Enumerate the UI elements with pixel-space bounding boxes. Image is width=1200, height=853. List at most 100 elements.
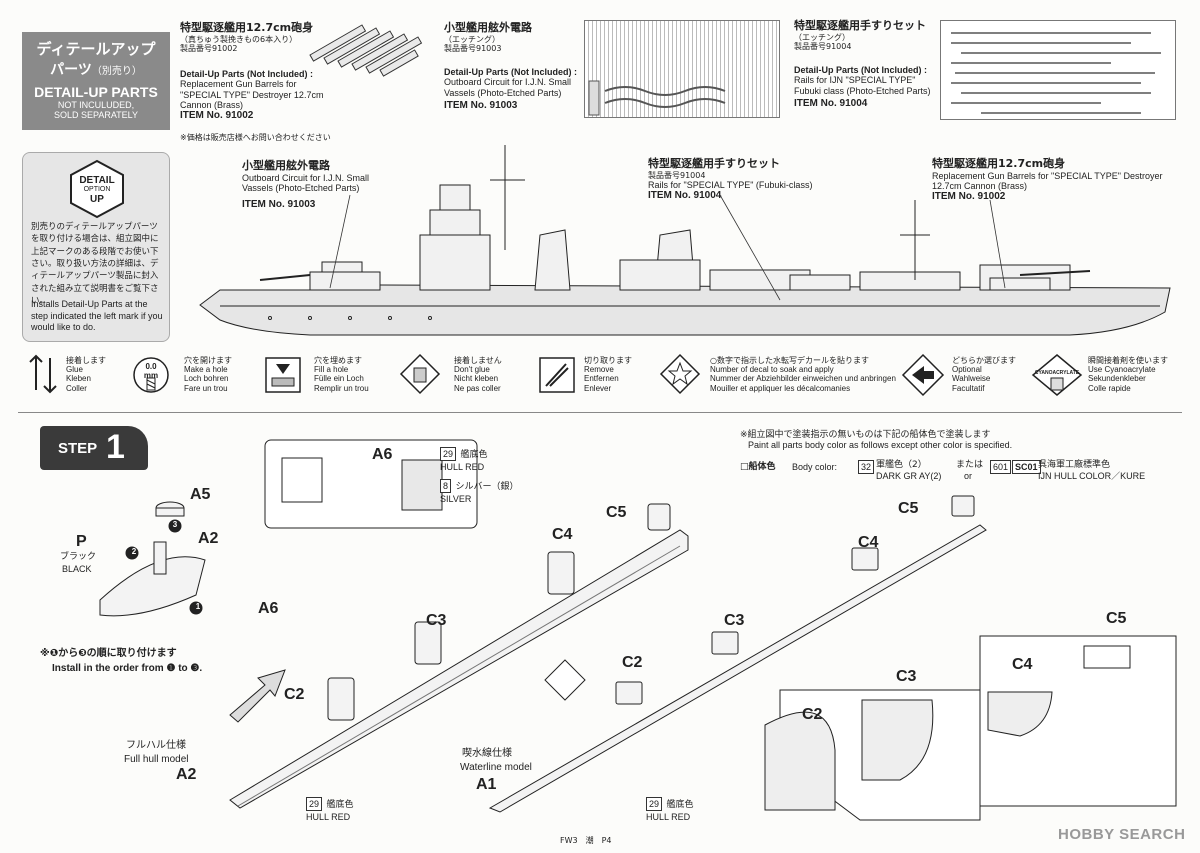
waterline-en: Waterline model — [460, 762, 532, 773]
order-num-2: 2 — [131, 547, 137, 556]
decal-star-icon — [659, 353, 701, 395]
part1-en-body1: Replacement Gun Barrels for — [180, 79, 297, 90]
legend-cyano: 瞬間接着剤を使います Use Cyanoacrylate Sekundenkle… — [1088, 356, 1168, 393]
ship-label3-item: ITEM No. 91002 — [932, 191, 1006, 203]
step-label: STEP — [58, 440, 98, 457]
label-c5-full: C5 — [606, 504, 627, 521]
hull-red-callout-water: 29 艦底色 HULL RED — [646, 794, 693, 822]
color-kure-en: IJN HULL COLOR／KURE — [1038, 471, 1146, 481]
photo-etch-sheet-91004 — [940, 20, 1176, 120]
header-jp-sub: （別売り） — [91, 66, 142, 77]
rails-sheet-detail — [951, 32, 1161, 114]
part1-en-head: Detail-Up Parts (Not Included) : — [180, 69, 314, 80]
part1-en-body2: "SPECIAL TYPE" Destroyer 12.7cm — [180, 89, 324, 100]
legend-optional-jp: どちらか選びます — [952, 356, 1016, 365]
header-en-sub1: NOT INCULUDED, — [57, 100, 135, 110]
ship-label2-jp: 特型駆逐艦用手すりセット — [648, 157, 780, 170]
legend-cyano-l1: Use Cyanoacrylate — [1088, 365, 1156, 375]
legend-drill-l2: Loch bohren — [184, 374, 229, 384]
label-c2-water: C2 — [622, 654, 643, 671]
part2-en-head: Detail-Up Parts (Not Included) : — [444, 67, 578, 78]
legend-noglue-jp: 接着しません — [454, 356, 502, 365]
legend-decal-l3: Mouiller et appliquer les décalcomanies — [710, 383, 851, 393]
part3-jp-note: （エッチング） — [794, 32, 850, 42]
hull-red-jp-top: 艦底色 — [460, 450, 488, 460]
legend-noglue-l2: Nicht kleben — [454, 374, 499, 384]
color-kure-jp: 呉海軍工廠標準色 — [1038, 460, 1111, 470]
body-color-jp: □船体色 — [740, 462, 776, 472]
ship-label2-code: 製品番号91004 — [648, 170, 706, 180]
legend-cut-l1: Remove — [584, 365, 614, 375]
or-jp: または — [956, 460, 984, 470]
label-a6-callout: A6 — [372, 446, 393, 463]
ship-label1-item: ITEM No. 91003 — [242, 199, 316, 211]
detail-up-badge-icon — [70, 159, 124, 219]
part2-code: 製品番号91003 — [444, 43, 502, 53]
paint-note-jp: ※組立図中で塗装指示の無いものは下記の船体色で塗装します — [740, 430, 991, 440]
part-91004: 特型駆逐艦用手すりセット （エッチング） 製品番号91004 Detail-Up… — [794, 19, 944, 110]
legend-fill-l2: Fülle ein Loch — [314, 374, 364, 384]
detail-en-text: Installs Detail-Up Parts at the step ind… — [31, 299, 163, 333]
ship-label1-en1: Outboard Circuit for I.J.N. Small — [242, 172, 370, 183]
waterline-jp: 喫水線仕様 — [462, 748, 512, 759]
part1-item: ITEM No. 91002 — [180, 110, 254, 122]
hull-red-jp-water: 艦底色 — [666, 800, 694, 810]
legend-noglue-l1: Don't glue — [454, 365, 490, 375]
order-num-1: 1 — [195, 602, 201, 611]
legend-decal-l2: Nummer der Abziehbilder einweichen und a… — [710, 374, 896, 384]
ship-label-91004: 特型駆逐艦用手すりセット 製品番号91004 Rails for "SPECIA… — [648, 157, 848, 202]
legend-cyano-jp: 瞬間接着剤を使います — [1088, 356, 1168, 365]
hull-red-num-full: 29 — [306, 797, 323, 811]
ship-label-91003: 小型艦用舷外電路 Outboard Circuit for I.J.N. Sma… — [242, 159, 402, 211]
legend-fill-l1: Fill a hole — [314, 365, 349, 375]
photo-etch-sheet-91003 — [584, 20, 780, 118]
section-divider — [18, 412, 1182, 413]
label-c5-detail: C5 — [1106, 610, 1127, 627]
part2-en-body2: Vassels (Photo-Etched Parts) — [444, 87, 562, 98]
header-jp-title2: パーツ — [50, 62, 92, 78]
ship-label1-jp: 小型艦用舷外電路 — [242, 159, 330, 172]
full-hull-jp: フルハル仕様 — [126, 740, 186, 751]
ship-label3-en2: 12.7cm Cannon (Brass) — [932, 180, 1028, 191]
silver-callout: 8 シルバー（銀） SILVER — [440, 476, 518, 504]
label-p: P — [76, 533, 87, 550]
hobby-search-watermark: HOBBY SEARCH — [1058, 826, 1186, 843]
part3-item: ITEM No. 91004 — [794, 98, 868, 110]
label-a2-bottom: A2 — [176, 766, 197, 783]
label-c4-water: C4 — [858, 534, 879, 551]
hull-red-en-water: HULL RED — [646, 812, 691, 822]
label-black-en: BLACK — [62, 564, 92, 574]
legend-glue: 接着します Glue Kleben Coller — [66, 356, 106, 393]
destroyer-side-view — [199, 145, 1171, 336]
label-c4-full: C4 — [552, 526, 573, 543]
legend-drill-l3: Fare un trou — [184, 383, 228, 393]
label-c4-detail: C4 — [1012, 656, 1033, 673]
part2-jp: 小型艦用舷外電路 — [444, 21, 532, 34]
ship-label-91002: 特型駆逐艦用12.7cm砲身 Replacement Gun Barrels f… — [932, 157, 1177, 203]
or-en: or — [964, 471, 973, 481]
hull-red-en-full: HULL RED — [306, 812, 351, 822]
silver-num: 8 — [440, 479, 452, 493]
hull-red-jp-full: 艦底色 — [326, 800, 354, 810]
label-a2-top: A2 — [198, 530, 219, 547]
label-c3-full: C3 — [426, 612, 447, 629]
body-color-row: □船体色 Body color: 32 軍艦色（2） DARK GR AY(2)… — [740, 460, 1180, 490]
part3-code: 製品番号91004 — [794, 41, 852, 51]
legend-glue-l3: Coller — [66, 383, 87, 393]
legend-decal-l1: Number of decal to soak and apply — [710, 365, 834, 375]
legend-fill-l3: Remplir un trou — [314, 383, 369, 393]
part3-en-body2: Fubuki class (Photo-Etched Parts) — [794, 85, 931, 96]
legend-glue-l1: Glue — [66, 365, 83, 375]
badge-bot-text: UP — [90, 194, 104, 205]
legend-optional-l2: Wahlweise — [952, 374, 991, 384]
label-c3-water: C3 — [724, 612, 745, 629]
assembly-diagram — [99, 439, 1177, 821]
hull-red-callout-full: 29 艦底色 HULL RED — [306, 794, 353, 822]
legend-drill: 穴を開けます Make a hole Loch bohren Fare un t… — [184, 356, 232, 393]
glue-arrow-icon — [29, 354, 57, 394]
legend-noglue: 接着しません Don't glue Nicht kleben Ne pas co… — [454, 356, 502, 393]
part2-en-body1: Outboard Circuit for I.J.N. Small — [444, 77, 572, 88]
badge-top-text: DETAIL — [79, 175, 115, 186]
hull-red-en-top: HULL RED — [440, 462, 485, 472]
part3-en-head: Detail-Up Parts (Not Included) : — [794, 65, 928, 76]
